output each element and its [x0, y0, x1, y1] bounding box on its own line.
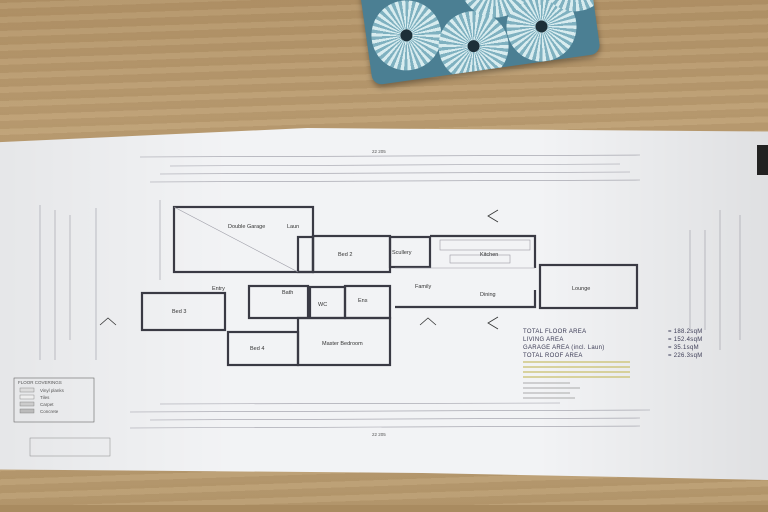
section-arrow-icon	[487, 316, 499, 330]
room-label-kitchen: Kitchen	[480, 252, 498, 258]
dimension-lines-top	[129, 154, 651, 429]
overall-dimension-top: 22 205	[372, 149, 386, 154]
svg-text:= 35.1sqM: = 35.1sqM	[668, 345, 699, 351]
room-label-ensuite: Ens	[358, 298, 368, 304]
svg-text:= 226.3sqM: = 226.3sqM	[668, 353, 703, 359]
room-label-bed3: Bed 3	[172, 309, 186, 315]
room-label-laundry: Laun	[287, 224, 299, 230]
room-label-family: Family	[415, 284, 431, 290]
room-label-garage: Double Garage	[228, 224, 265, 230]
room-label-wc: WC	[318, 302, 327, 308]
section-arrow-icon	[419, 317, 437, 326]
floor-coverings-legend: FLOOR COVERINGS Vinyl planks Tiles Carpe…	[13, 377, 95, 423]
svg-text:Carpet: Carpet	[40, 402, 54, 407]
section-arrow-icon	[99, 317, 117, 326]
svg-text:Concrete: Concrete	[40, 409, 59, 414]
svg-text:= 188.2sqM: = 188.2sqM	[668, 329, 703, 335]
room-label-bath: Bath	[282, 290, 293, 296]
svg-text:TOTAL FLOOR AREA: TOTAL FLOOR AREA	[523, 329, 586, 335]
room-label-master: Master Bedroom	[322, 341, 363, 347]
svg-text:FLOOR COVERINGS: FLOOR COVERINGS	[18, 380, 62, 385]
room-label-bed4: Bed 4	[250, 346, 264, 352]
room-label-lounge: Lounge	[572, 286, 590, 292]
room-label-bed2: Bed 2	[338, 252, 352, 258]
svg-text:= 152.4sqM: = 152.4sqM	[668, 337, 703, 343]
svg-text:GARAGE AREA (incl. Laun): GARAGE AREA (incl. Laun)	[523, 345, 605, 351]
room-label-scullery: Scullery	[392, 250, 412, 256]
area-schedule: TOTAL FLOOR AREA = 188.2sqM LIVING AREA …	[523, 329, 703, 359]
overall-dimension-bottom: 22 205	[372, 432, 386, 437]
svg-text:Tiles: Tiles	[40, 395, 50, 400]
section-arrow-icon	[487, 209, 499, 223]
walls	[140, 205, 639, 367]
svg-text:Vinyl planks: Vinyl planks	[40, 388, 65, 393]
floor-plan-sheet	[0, 128, 768, 480]
room-label-entry: Entry	[212, 286, 225, 292]
svg-text:TOTAL ROOF AREA: TOTAL ROOF AREA	[523, 353, 583, 359]
room-label-dining: Dining	[480, 292, 496, 298]
svg-text:LIVING AREA: LIVING AREA	[523, 337, 564, 343]
